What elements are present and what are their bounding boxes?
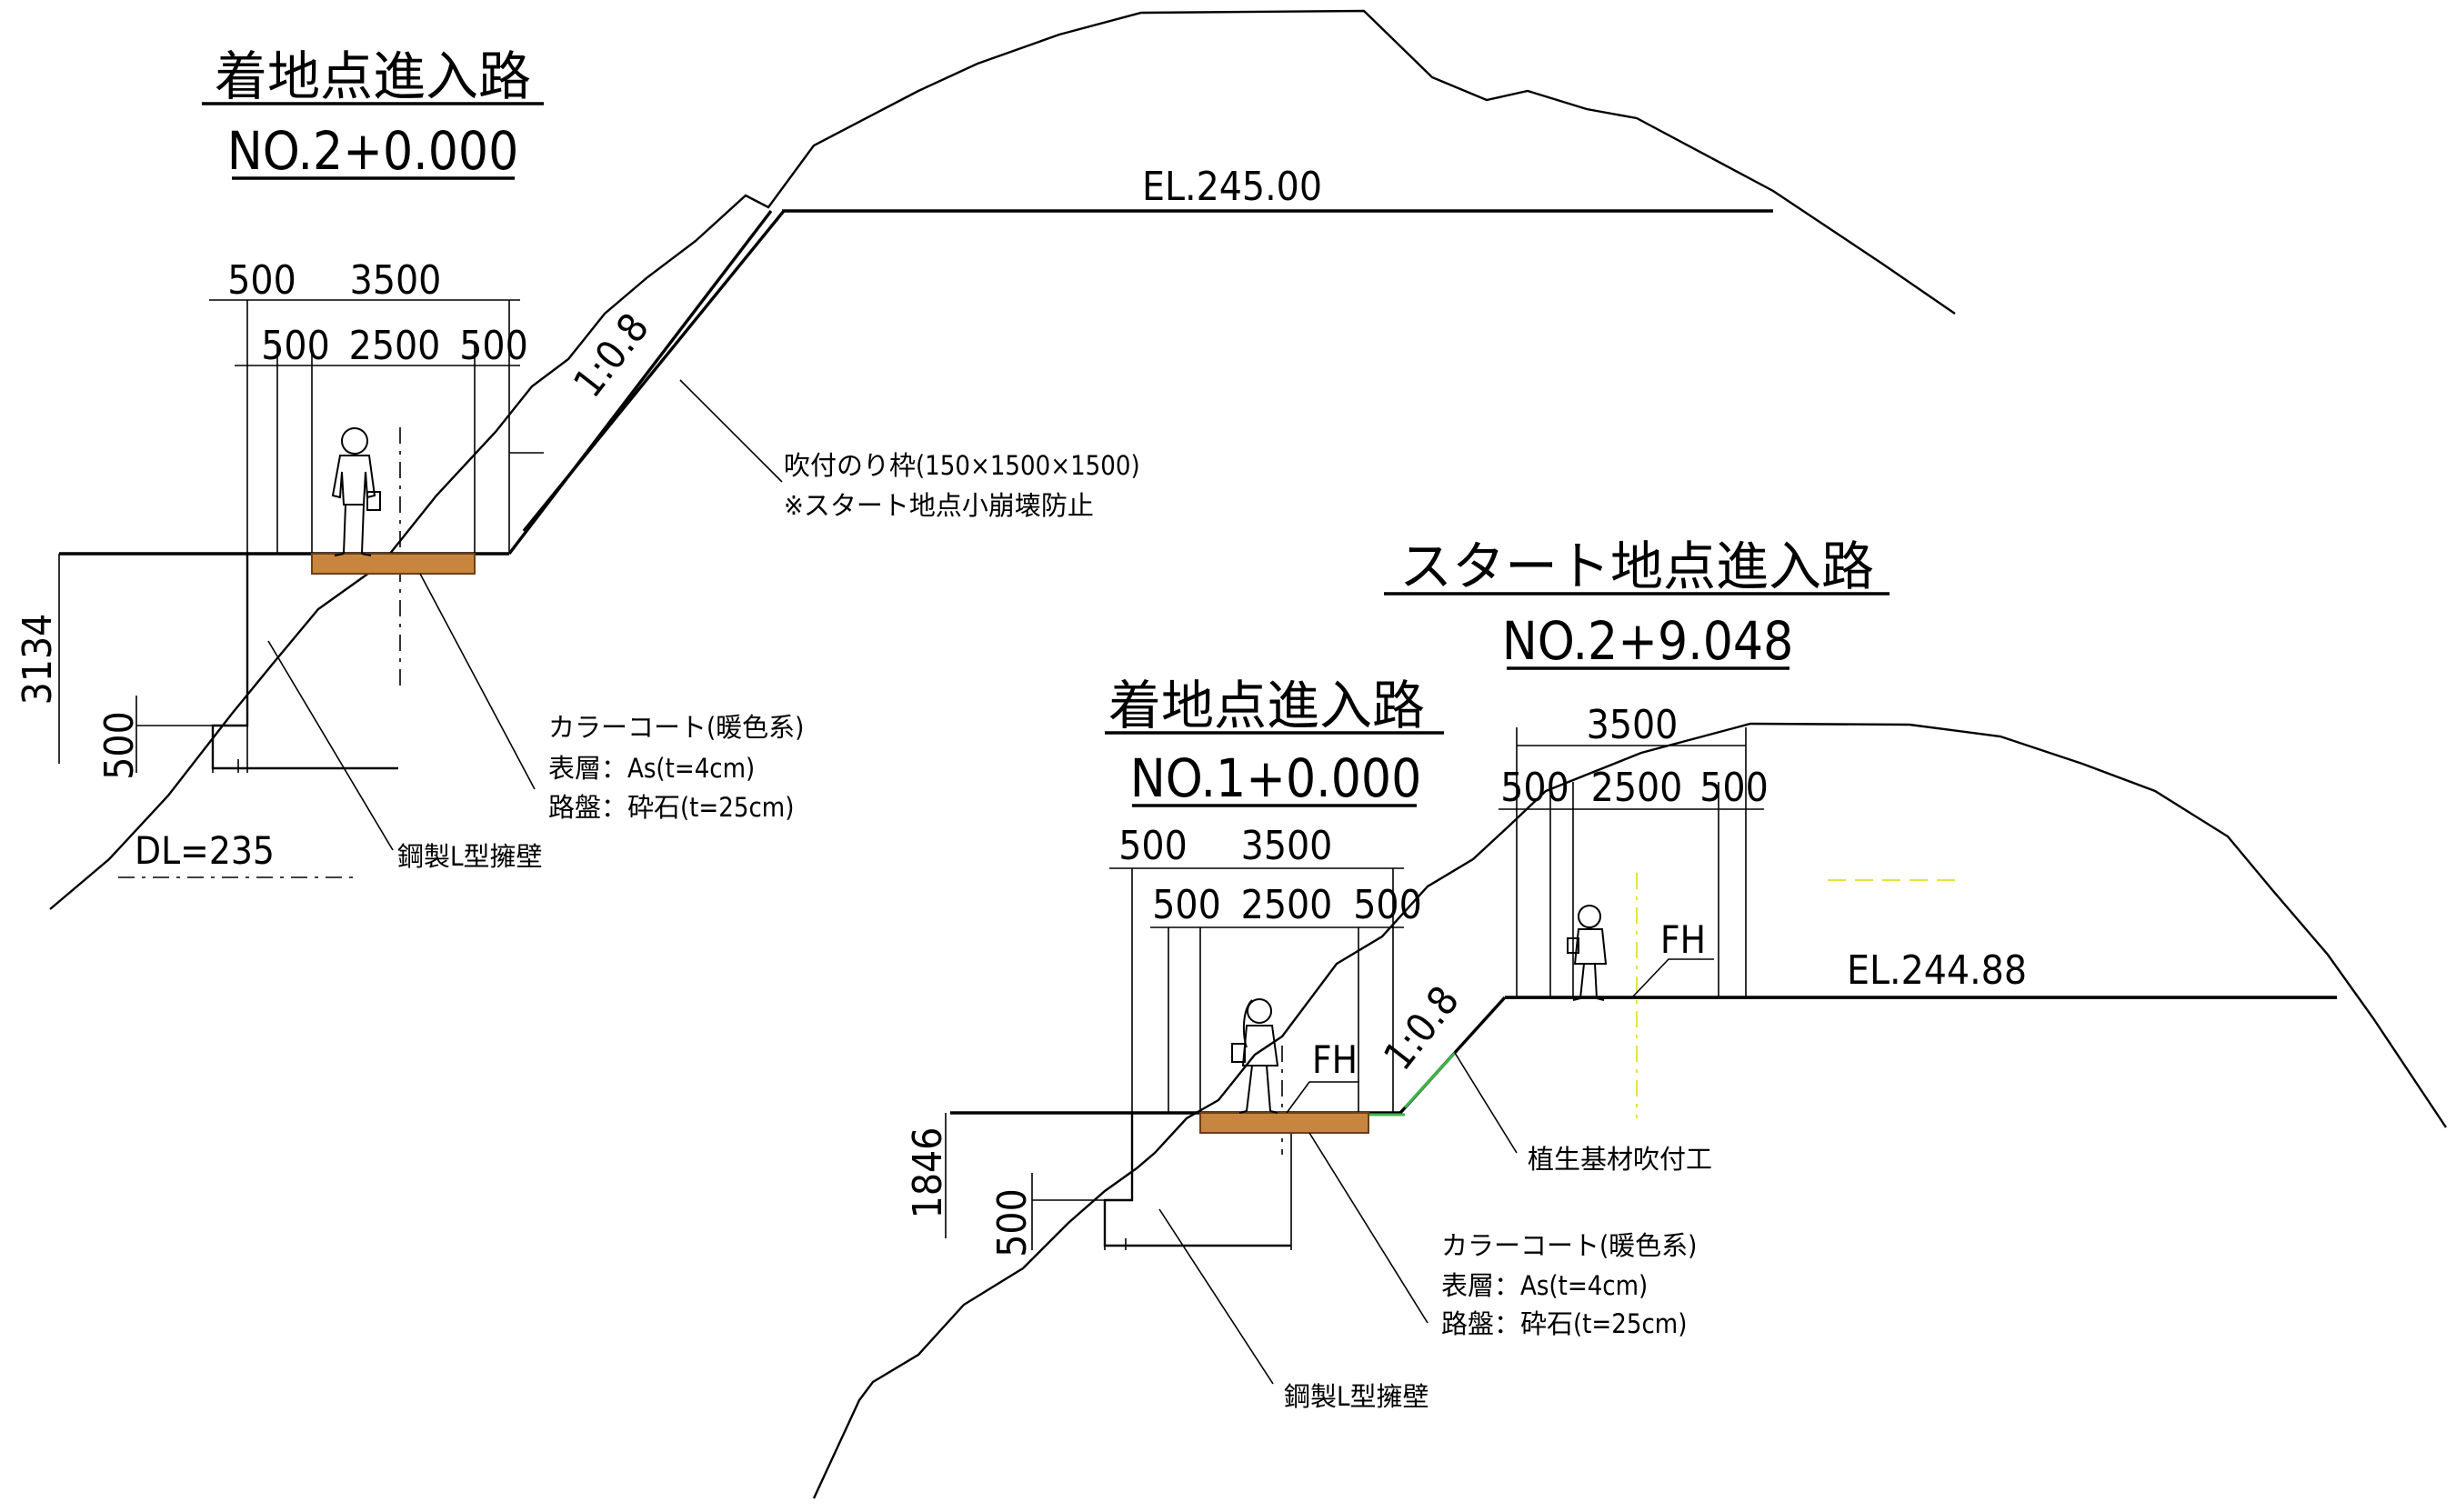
middle-wall-note: 鋼製L型擁壁 <box>1284 1381 1429 1412</box>
left-dim-500-top: 500 <box>227 257 296 304</box>
middle-dim-500-top: 500 <box>1118 823 1188 869</box>
middle-dim-500-h: 500 <box>989 1188 1036 1257</box>
left-title: 着地点進入路 <box>215 45 531 107</box>
section-left: 着地点進入路 NO.2+0.000 EL.245.00 1:0.8 500 <box>15 9 1956 910</box>
left-station: NO.2+0.000 <box>227 120 519 182</box>
middle-title: 着地点進入路 <box>1108 675 1425 736</box>
middle-coat-note-2: 表層：As(t=4cm) <box>1441 1270 1648 1301</box>
right-elevation: EL.244.88 <box>1847 947 2027 994</box>
left-frame-note-1: 吹付のり枠(150×1500×1500) <box>784 450 1140 481</box>
left-coat-note-2: 表層：As(t=4cm) <box>548 753 755 784</box>
left-slope-ratio: 1:0.8 <box>565 305 658 406</box>
middle-dim-2500: 2500 <box>1241 882 1333 928</box>
left-dim-3500: 3500 <box>350 257 442 304</box>
middle-dim-500-b: 500 <box>1353 882 1422 928</box>
middle-pavement <box>1199 1112 1369 1134</box>
middle-dim-1846: 1846 <box>905 1127 951 1219</box>
middle-slope-ratio: 1:0.8 <box>1375 977 1469 1078</box>
right-ground-profile <box>812 722 2447 1499</box>
left-dim-500-b: 500 <box>459 323 528 369</box>
section-right: スタート地点進入路 NO.2+9.048 EL.244.88 FH 3500 5… <box>812 536 2447 1499</box>
right-dim-3500: 3500 <box>1587 702 1679 748</box>
middle-dim-500-a: 500 <box>1152 882 1221 928</box>
middle-dim-3500: 3500 <box>1241 823 1333 869</box>
left-dim-3134: 3134 <box>15 614 61 706</box>
right-station: NO.2+9.048 <box>1502 610 1794 672</box>
person-figure-icon <box>1567 905 1608 1001</box>
left-frame-note-2: ※スタート地点小崩壊防止 <box>784 490 1094 521</box>
right-dim-2500: 2500 <box>1591 765 1683 811</box>
left-datum: DL=235 <box>135 828 275 873</box>
right-title: スタート地点進入路 <box>1399 536 1874 597</box>
left-ground-profile <box>49 9 1956 910</box>
right-fh-label: FH <box>1660 917 1706 962</box>
middle-station: NO.1+0.000 <box>1130 747 1422 809</box>
section-middle: 着地点進入路 NO.1+0.000 1:0.8 FH 500 3500 500 <box>905 675 1712 1412</box>
left-dim-500-a: 500 <box>261 323 330 369</box>
right-dim-500-b: 500 <box>1699 765 1769 811</box>
person-figure-icon <box>1231 998 1279 1114</box>
middle-fh-label: FH <box>1312 1037 1358 1082</box>
right-dim-500-a: 500 <box>1500 765 1569 811</box>
left-pavement <box>311 553 476 575</box>
left-dim-500-h: 500 <box>96 711 143 780</box>
left-elevation: EL.245.00 <box>1142 164 1322 210</box>
middle-coat-note-1: カラーコート(暖色系) <box>1441 1230 1697 1261</box>
middle-veg-note: 植生基材吹付工 <box>1528 1144 1712 1175</box>
middle-coat-note-3: 路盤：砕石(t=25cm) <box>1441 1308 1687 1339</box>
left-coat-note-3: 路盤：砕石(t=25cm) <box>548 792 794 823</box>
left-dim-2500: 2500 <box>349 323 441 369</box>
left-coat-note-1: カラーコート(暖色系) <box>548 712 804 743</box>
left-wall-note: 鋼製L型擁壁 <box>397 841 543 872</box>
person-figure-icon <box>331 427 381 556</box>
